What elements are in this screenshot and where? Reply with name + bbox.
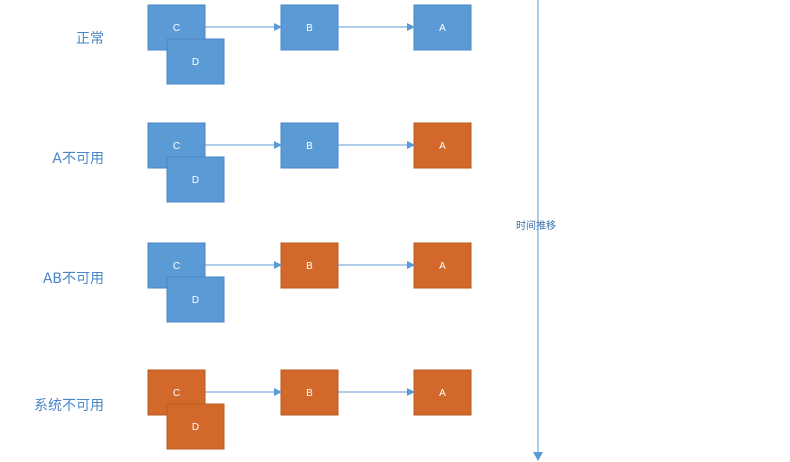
node-b xyxy=(280,369,339,416)
node-d-label: D xyxy=(192,175,199,186)
timeline-arrow-icon xyxy=(533,452,543,461)
node-b xyxy=(280,4,339,51)
node-c-label: C xyxy=(173,23,180,34)
row-system-unavailable: 系统不可用 C D B A xyxy=(34,369,472,450)
node-b-label: B xyxy=(306,23,313,34)
node-d-label: D xyxy=(192,422,199,433)
node-a xyxy=(413,369,472,416)
timeline: 时间推移 xyxy=(516,0,556,461)
node-a xyxy=(413,242,472,289)
node-b xyxy=(280,242,339,289)
timeline-label: 时间推移 xyxy=(516,219,556,232)
node-c-label: C xyxy=(173,141,180,152)
node-d xyxy=(166,38,225,85)
row-label: AB不可用 xyxy=(43,271,104,287)
node-a-label: A xyxy=(439,141,446,152)
node-c-label: C xyxy=(173,388,180,399)
node-d xyxy=(166,276,225,323)
row-label: A不可用 xyxy=(52,151,104,167)
node-d xyxy=(166,403,225,450)
node-a xyxy=(413,4,472,51)
node-a-label: A xyxy=(439,261,446,272)
node-a-label: A xyxy=(439,388,446,399)
node-d-label: D xyxy=(192,57,199,68)
row-a-unavailable: A不可用 C D B A xyxy=(52,122,472,203)
node-d xyxy=(166,156,225,203)
row-label: 正常 xyxy=(76,31,104,47)
node-b-label: B xyxy=(306,141,313,152)
row-label: 系统不可用 xyxy=(34,398,104,414)
node-c-label: C xyxy=(173,261,180,272)
node-d-label: D xyxy=(192,295,199,306)
row-normal: 正常 C D B A xyxy=(76,4,472,85)
row-ab-unavailable: AB不可用 C D B A xyxy=(43,242,472,323)
node-a-label: A xyxy=(439,23,446,34)
node-b-label: B xyxy=(306,261,313,272)
node-b-label: B xyxy=(306,388,313,399)
